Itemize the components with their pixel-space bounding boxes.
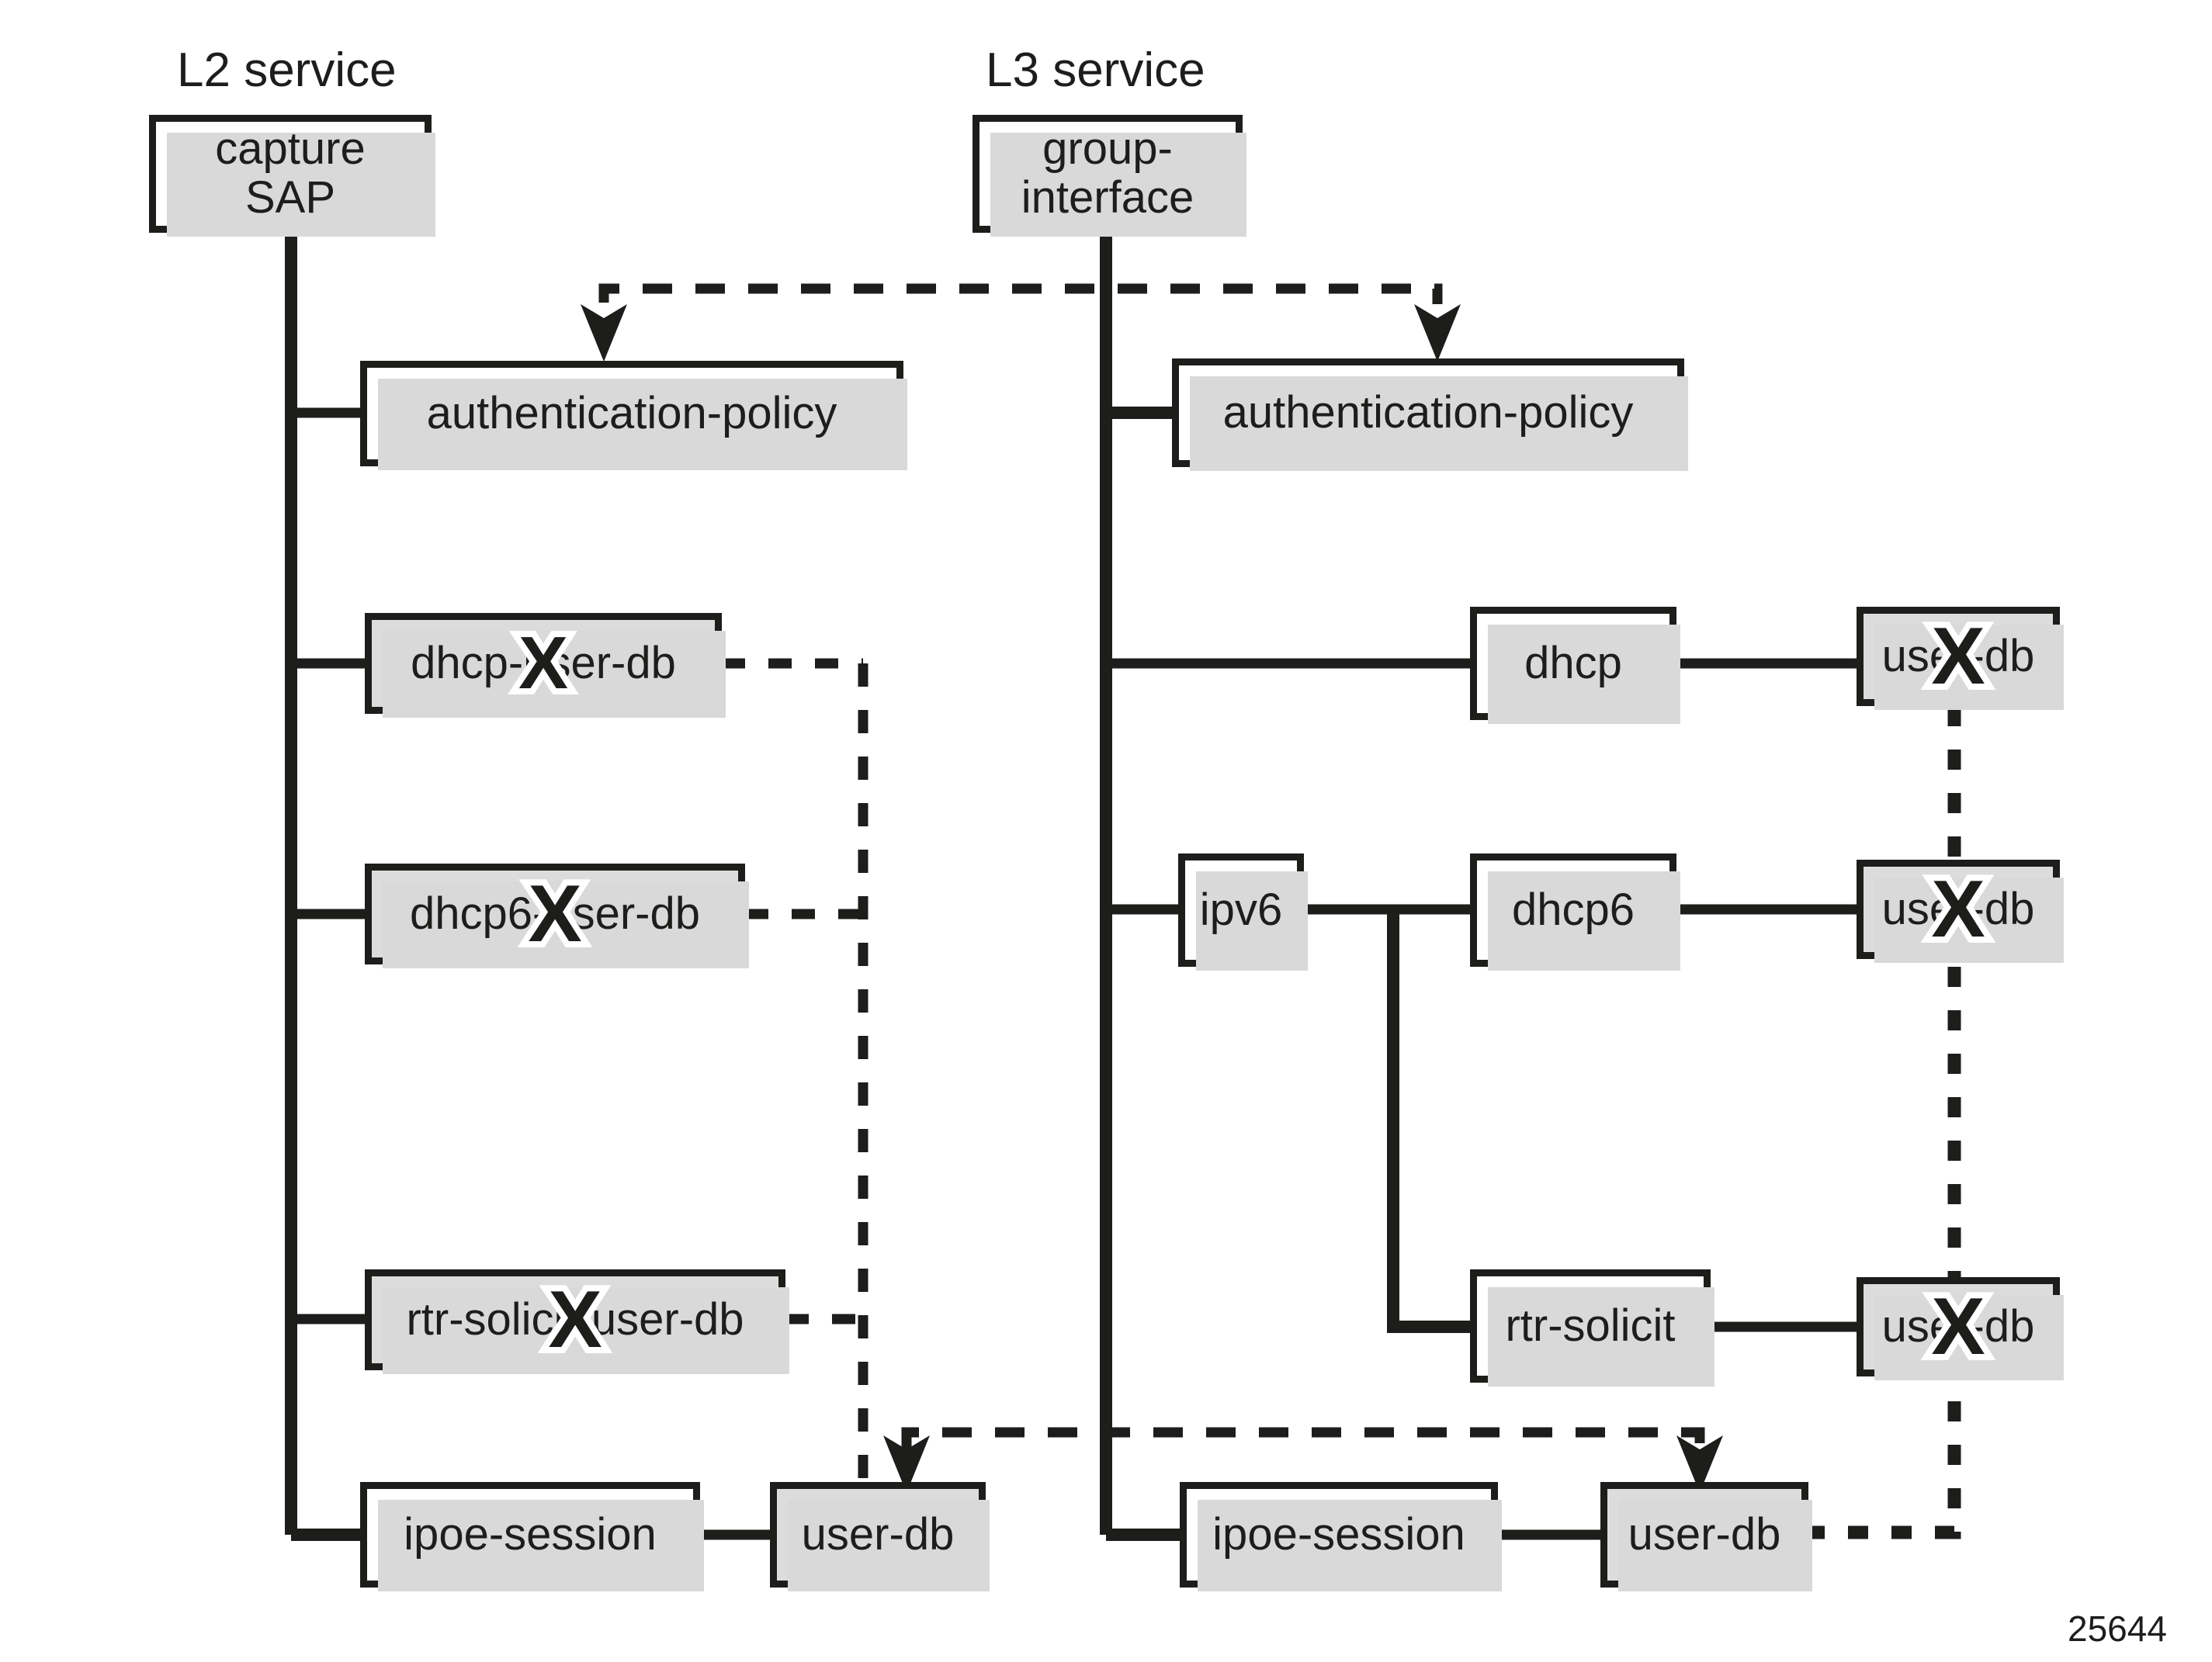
l3-column-caption: L3 service [986, 43, 1205, 97]
arrowhead-l3-userdb [1676, 1435, 1723, 1493]
l2-authentication-policy-label: authentication-policy [426, 387, 837, 438]
l3-dhcp6-user-db-label: user-db [1881, 883, 2035, 934]
capture-sap-label-line2: SAP [244, 172, 336, 223]
l3-user-db-label: user-db [1628, 1508, 1781, 1560]
group-interface-label-line2: interface [1021, 172, 1194, 223]
dashed-ipoe-userdb-arrows [1676, 1435, 1723, 1493]
capture-sap-label-line1: capture [215, 123, 366, 175]
node-l2-dhcp-user-db[interactable]: dhcp-user-db X [365, 613, 726, 718]
node-l3-dhcp6[interactable]: dhcp6 [1470, 854, 1680, 971]
node-l3-dhcp-user-db[interactable]: user-db X [1857, 607, 2064, 710]
dashed-ipoe-userdb-bus [901, 1427, 1705, 1449]
node-capture-sap[interactable]: capture SAP [149, 115, 435, 237]
dashed-l3-userdb-chain [1808, 706, 1961, 1539]
l3-authentication-policy-label: authentication-policy [1222, 386, 1634, 438]
l3-ipv6-label: ipv6 [1199, 884, 1283, 935]
l3-rtr-solicit-label: rtr-solicit [1505, 1300, 1676, 1351]
arrowhead-l2-userdb [883, 1435, 930, 1493]
node-l2-user-db[interactable]: user-db [770, 1482, 990, 1591]
node-l3-rtr-solicit[interactable]: rtr-solicit [1470, 1269, 1714, 1387]
l3-ipv6-drop-to-rtrsolicit [1387, 909, 1470, 1333]
l3-dhcp-user-db-label: user-db [1881, 630, 2035, 681]
arrowhead-l3-auth [1414, 304, 1461, 362]
l3-rtr-solicit-user-db-label: user-db [1881, 1300, 2035, 1352]
node-l3-dhcp[interactable]: dhcp [1470, 607, 1680, 724]
node-l3-user-db[interactable]: user-db [1600, 1482, 1812, 1591]
l2-dhcp-user-db-label: dhcp-user-db [411, 637, 676, 688]
l3-dhcp6-label: dhcp6 [1511, 884, 1635, 935]
l2-rtr-solicit-user-db-label: rtr-solicit-user-db [406, 1293, 744, 1345]
group-interface-label-line1: group- [1042, 123, 1173, 175]
node-l2-authentication-policy[interactable]: authentication-policy [360, 361, 907, 470]
l2-ipoe-session-label: ipoe-session [404, 1508, 657, 1560]
node-l3-ipv6[interactable]: ipv6 [1178, 854, 1308, 971]
figure-number: 25644 [2068, 1608, 2167, 1649]
l3-ipoe-session-label: ipoe-session [1212, 1508, 1465, 1560]
arrowhead-l2-auth [581, 304, 627, 362]
node-l2-rtr-solicit-user-db[interactable]: rtr-solicit-user-db X [365, 1269, 789, 1374]
node-l3-authentication-policy[interactable]: authentication-policy [1172, 358, 1688, 471]
node-l3-ipoe-session[interactable]: ipoe-session [1180, 1482, 1502, 1591]
dashed-auth-bus-arrows [581, 304, 1461, 362]
l2-user-db-label: user-db [801, 1508, 955, 1560]
node-l2-dhcp6-user-db[interactable]: dhcp6-user-db X [365, 864, 749, 968]
node-l2-ipoe-session[interactable]: ipoe-session [360, 1482, 704, 1591]
l2-dhcp6-user-db-label: dhcp6-user-db [410, 888, 700, 939]
node-l3-dhcp6-user-db[interactable]: user-db X [1857, 860, 2064, 963]
l3-dhcp-label: dhcp [1524, 637, 1622, 688]
l2-column-caption: L2 service [177, 43, 397, 97]
dashed-l2-collector-arrow [883, 1435, 930, 1493]
node-l3-rtr-solicit-user-db[interactable]: user-db X [1857, 1277, 2064, 1380]
dashed-auth-bus [598, 283, 1443, 304]
node-group-interface[interactable]: group- interface [973, 115, 1246, 237]
